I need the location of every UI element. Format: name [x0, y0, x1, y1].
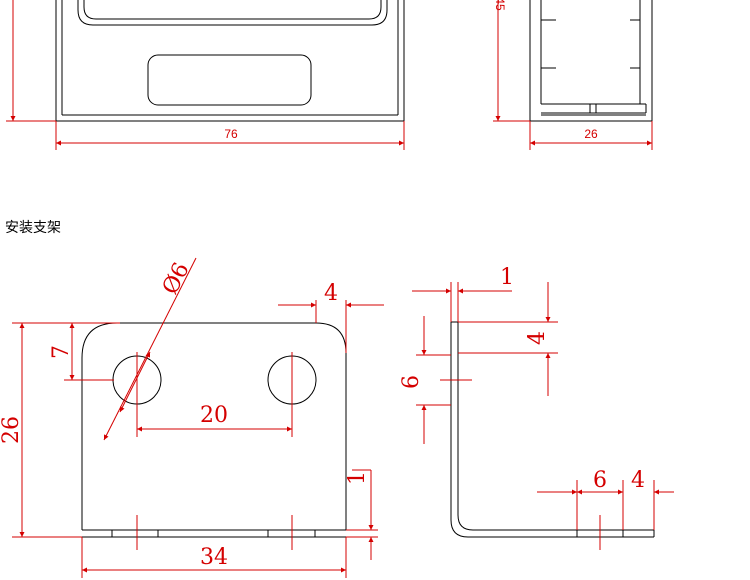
dim-base-thickness-text: 1	[345, 471, 370, 485]
dimension-hole-diameter: Ø6	[103, 257, 197, 441]
dimension-side-height: 45	[493, 0, 530, 122]
dim-base-end-text: 4	[631, 468, 645, 493]
dim-front-width-text: 76	[224, 127, 238, 141]
dimension-front-width: 76	[55, 121, 405, 150]
dimension-corner-inset: 4	[278, 281, 384, 353]
holder-side-view	[529, 0, 653, 122]
dimension-base-slot: 6 4	[537, 468, 674, 530]
dimension-base-thickness: 1	[345, 469, 378, 560]
dim-side-slot-text: 6	[399, 375, 424, 389]
dimension-side-slot: 6	[399, 316, 451, 444]
dim-corner-inset-text: 4	[324, 281, 338, 306]
bracket-side-view	[440, 321, 655, 550]
bracket-front-view	[81, 322, 347, 550]
dim-bracket-height-text: 26	[0, 416, 24, 444]
dimension-hole-offset: 7	[49, 322, 120, 381]
dimension-front-height	[6, 0, 56, 122]
dimension-bracket-width: 34	[81, 537, 347, 578]
dim-side-top-offset-text: 4	[525, 331, 550, 345]
dim-side-width-text: 26	[584, 127, 598, 141]
dimension-bracket-height: 26	[0, 322, 117, 538]
dimension-side-top-offset: 4	[458, 282, 558, 396]
dimension-side-width: 26	[529, 121, 653, 150]
section-title: 安装支架	[5, 220, 61, 236]
dimension-hole-spacing: 20	[136, 403, 293, 437]
dim-hole-offset-text: 7	[49, 345, 74, 359]
dimension-side-thickness: 1	[412, 265, 514, 322]
dim-hole-spacing-text: 20	[200, 403, 228, 428]
holder-front-view	[55, 0, 405, 122]
dim-hole-diameter-text: Ø6	[158, 259, 195, 299]
dim-bracket-width-text: 34	[200, 545, 228, 570]
dim-side-thickness-text: 1	[500, 265, 514, 290]
dim-base-slot-text: 6	[593, 468, 607, 493]
dim-side-height-text: 45	[493, 0, 507, 11]
